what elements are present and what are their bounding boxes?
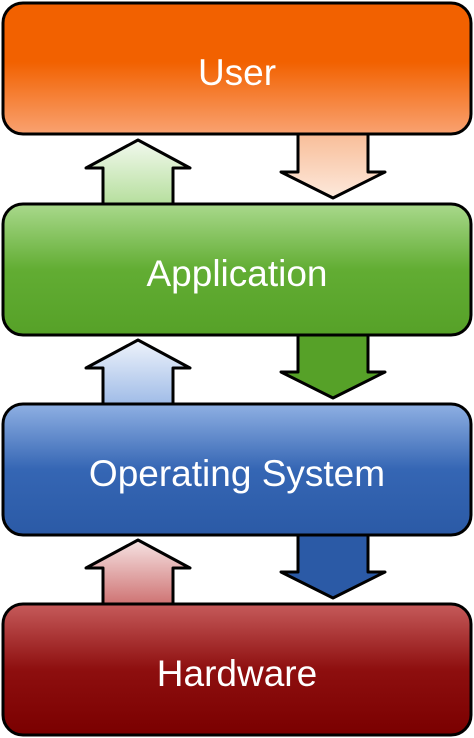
layer-operating-system: Operating System bbox=[1, 402, 473, 537]
layer-application-label: Application bbox=[146, 253, 327, 294]
layer-hardware-label: Hardware bbox=[157, 653, 317, 694]
layer-operating-system-label: Operating System bbox=[89, 453, 385, 494]
layer-user-label: User bbox=[198, 52, 276, 93]
layer-hardware: Hardware bbox=[1, 602, 473, 737]
layer-user: User bbox=[1, 1, 473, 136]
layer-application: Application bbox=[1, 202, 473, 337]
